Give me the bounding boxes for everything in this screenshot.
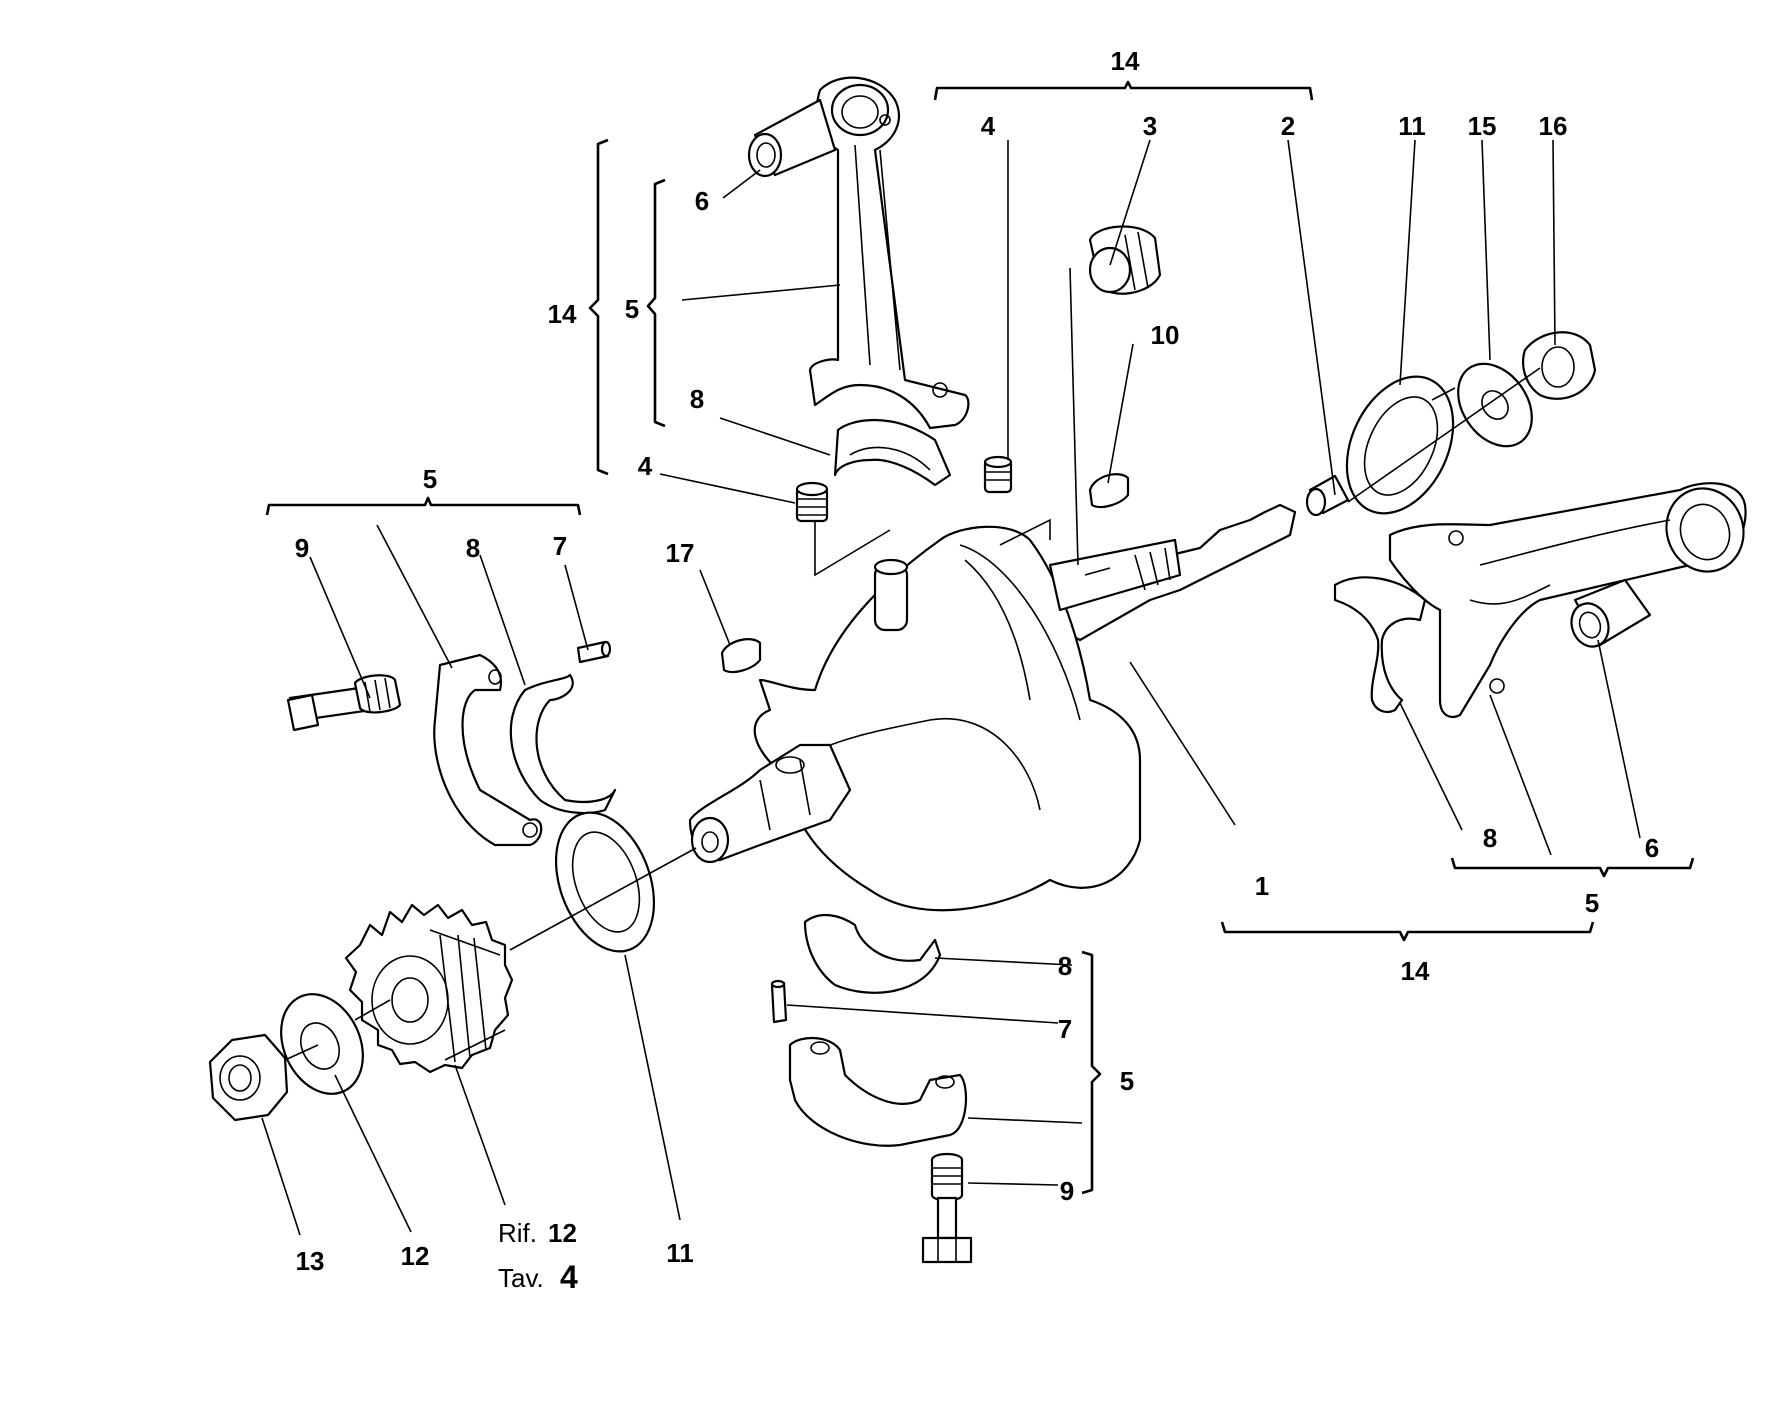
callout-11-right: 11 [1398, 111, 1426, 141]
group-bracket-14-top [933, 80, 1314, 101]
callout-14-right: 14 [1401, 956, 1430, 986]
callout-5-cap: 5 [423, 464, 437, 494]
group-bracket-14-left [588, 138, 609, 476]
rif-label: Rif. [498, 1218, 537, 1248]
callout-3: 3 [1143, 111, 1157, 141]
callout-17: 17 [666, 538, 695, 568]
washer-15 [1457, 362, 1533, 448]
plug-3 [1088, 225, 1162, 295]
callout-15: 15 [1468, 111, 1497, 141]
callout-8-top: 8 [690, 384, 704, 414]
tav-value: 4 [560, 1259, 578, 1295]
callout-14-top: 14 [1111, 46, 1140, 76]
callout-13: 13 [296, 1246, 325, 1276]
group-bracket-5-cap [265, 496, 582, 516]
key-10 [1088, 473, 1130, 509]
callout-12: 12 [401, 1241, 430, 1271]
bearing-cap-left [433, 653, 543, 847]
dowel-pin-7-bottom [770, 979, 788, 1024]
grub-screw-4-top [983, 455, 1013, 494]
callout-11-left: 11 [666, 1238, 694, 1268]
nut-13 [208, 1033, 289, 1122]
bearing-cap-bottom [788, 1037, 967, 1147]
callout-9-bottom: 9 [1060, 1176, 1074, 1206]
callout-4-top: 4 [981, 111, 996, 141]
thrust-washer-11-right [1345, 375, 1455, 515]
callout-16: 16 [1539, 111, 1568, 141]
callout-7-bottom: 7 [1058, 1014, 1072, 1044]
bearing-shell-bottom [803, 913, 942, 994]
callout-8-bottom: 8 [1058, 951, 1072, 981]
bolt-9-bottom [921, 1152, 973, 1264]
group-bracket-14-right [1220, 921, 1595, 942]
callout-5-right-conrod: 5 [1585, 888, 1599, 918]
callout-5-bottom: 5 [1120, 1066, 1134, 1096]
group-bracket-5-right-conrod [1450, 857, 1695, 878]
callout-1: 1 [1255, 871, 1269, 901]
callout-8-left: 8 [466, 533, 480, 563]
group-bracket-5-bottom [1081, 950, 1102, 1195]
callout-2: 2 [1281, 111, 1295, 141]
bearing-shell-left [509, 673, 617, 815]
grub-screw-2 [1305, 474, 1350, 517]
callout-10: 10 [1151, 320, 1180, 350]
rif-value: 12 [548, 1218, 577, 1248]
thrust-washer-11-left [554, 811, 656, 953]
bearing-shell-right [1333, 576, 1427, 714]
connecting-rod-right [1388, 482, 1747, 718]
callout-labels: 14 4 3 2 11 15 16 6 14 5 10 8 4 5 9 8 7 … [295, 46, 1659, 1276]
callout-8-right: 8 [1483, 823, 1497, 853]
callout-6-right: 6 [1645, 833, 1659, 863]
bolt-9-left [286, 674, 402, 732]
crankshaft [688, 503, 1297, 912]
grub-screw-4-left [795, 481, 829, 523]
nut-16 [1522, 331, 1597, 400]
callout-9-left: 9 [295, 533, 309, 563]
small-end-bushing-top [747, 98, 837, 178]
callout-14-left: 14 [548, 299, 577, 329]
group-bracket-5-left-conrod [646, 178, 666, 428]
callout-4-left: 4 [638, 451, 653, 481]
callout-7-left: 7 [553, 531, 567, 561]
reference-note: Rif. 12 Tav. 4 [498, 1218, 578, 1295]
leader-lines [261, 139, 1641, 1236]
key-17 [720, 638, 762, 674]
connecting-rod-top [808, 76, 970, 430]
timing-gear [344, 903, 514, 1074]
dowel-pin-7-left [576, 640, 612, 664]
tav-label: Tav. [498, 1263, 544, 1293]
callout-5-left-conrod: 5 [625, 294, 639, 324]
bearing-shell-top [833, 419, 952, 487]
callout-6-top: 6 [695, 186, 709, 216]
small-end-bushing-right [1570, 578, 1652, 648]
washer-12 [280, 993, 364, 1095]
